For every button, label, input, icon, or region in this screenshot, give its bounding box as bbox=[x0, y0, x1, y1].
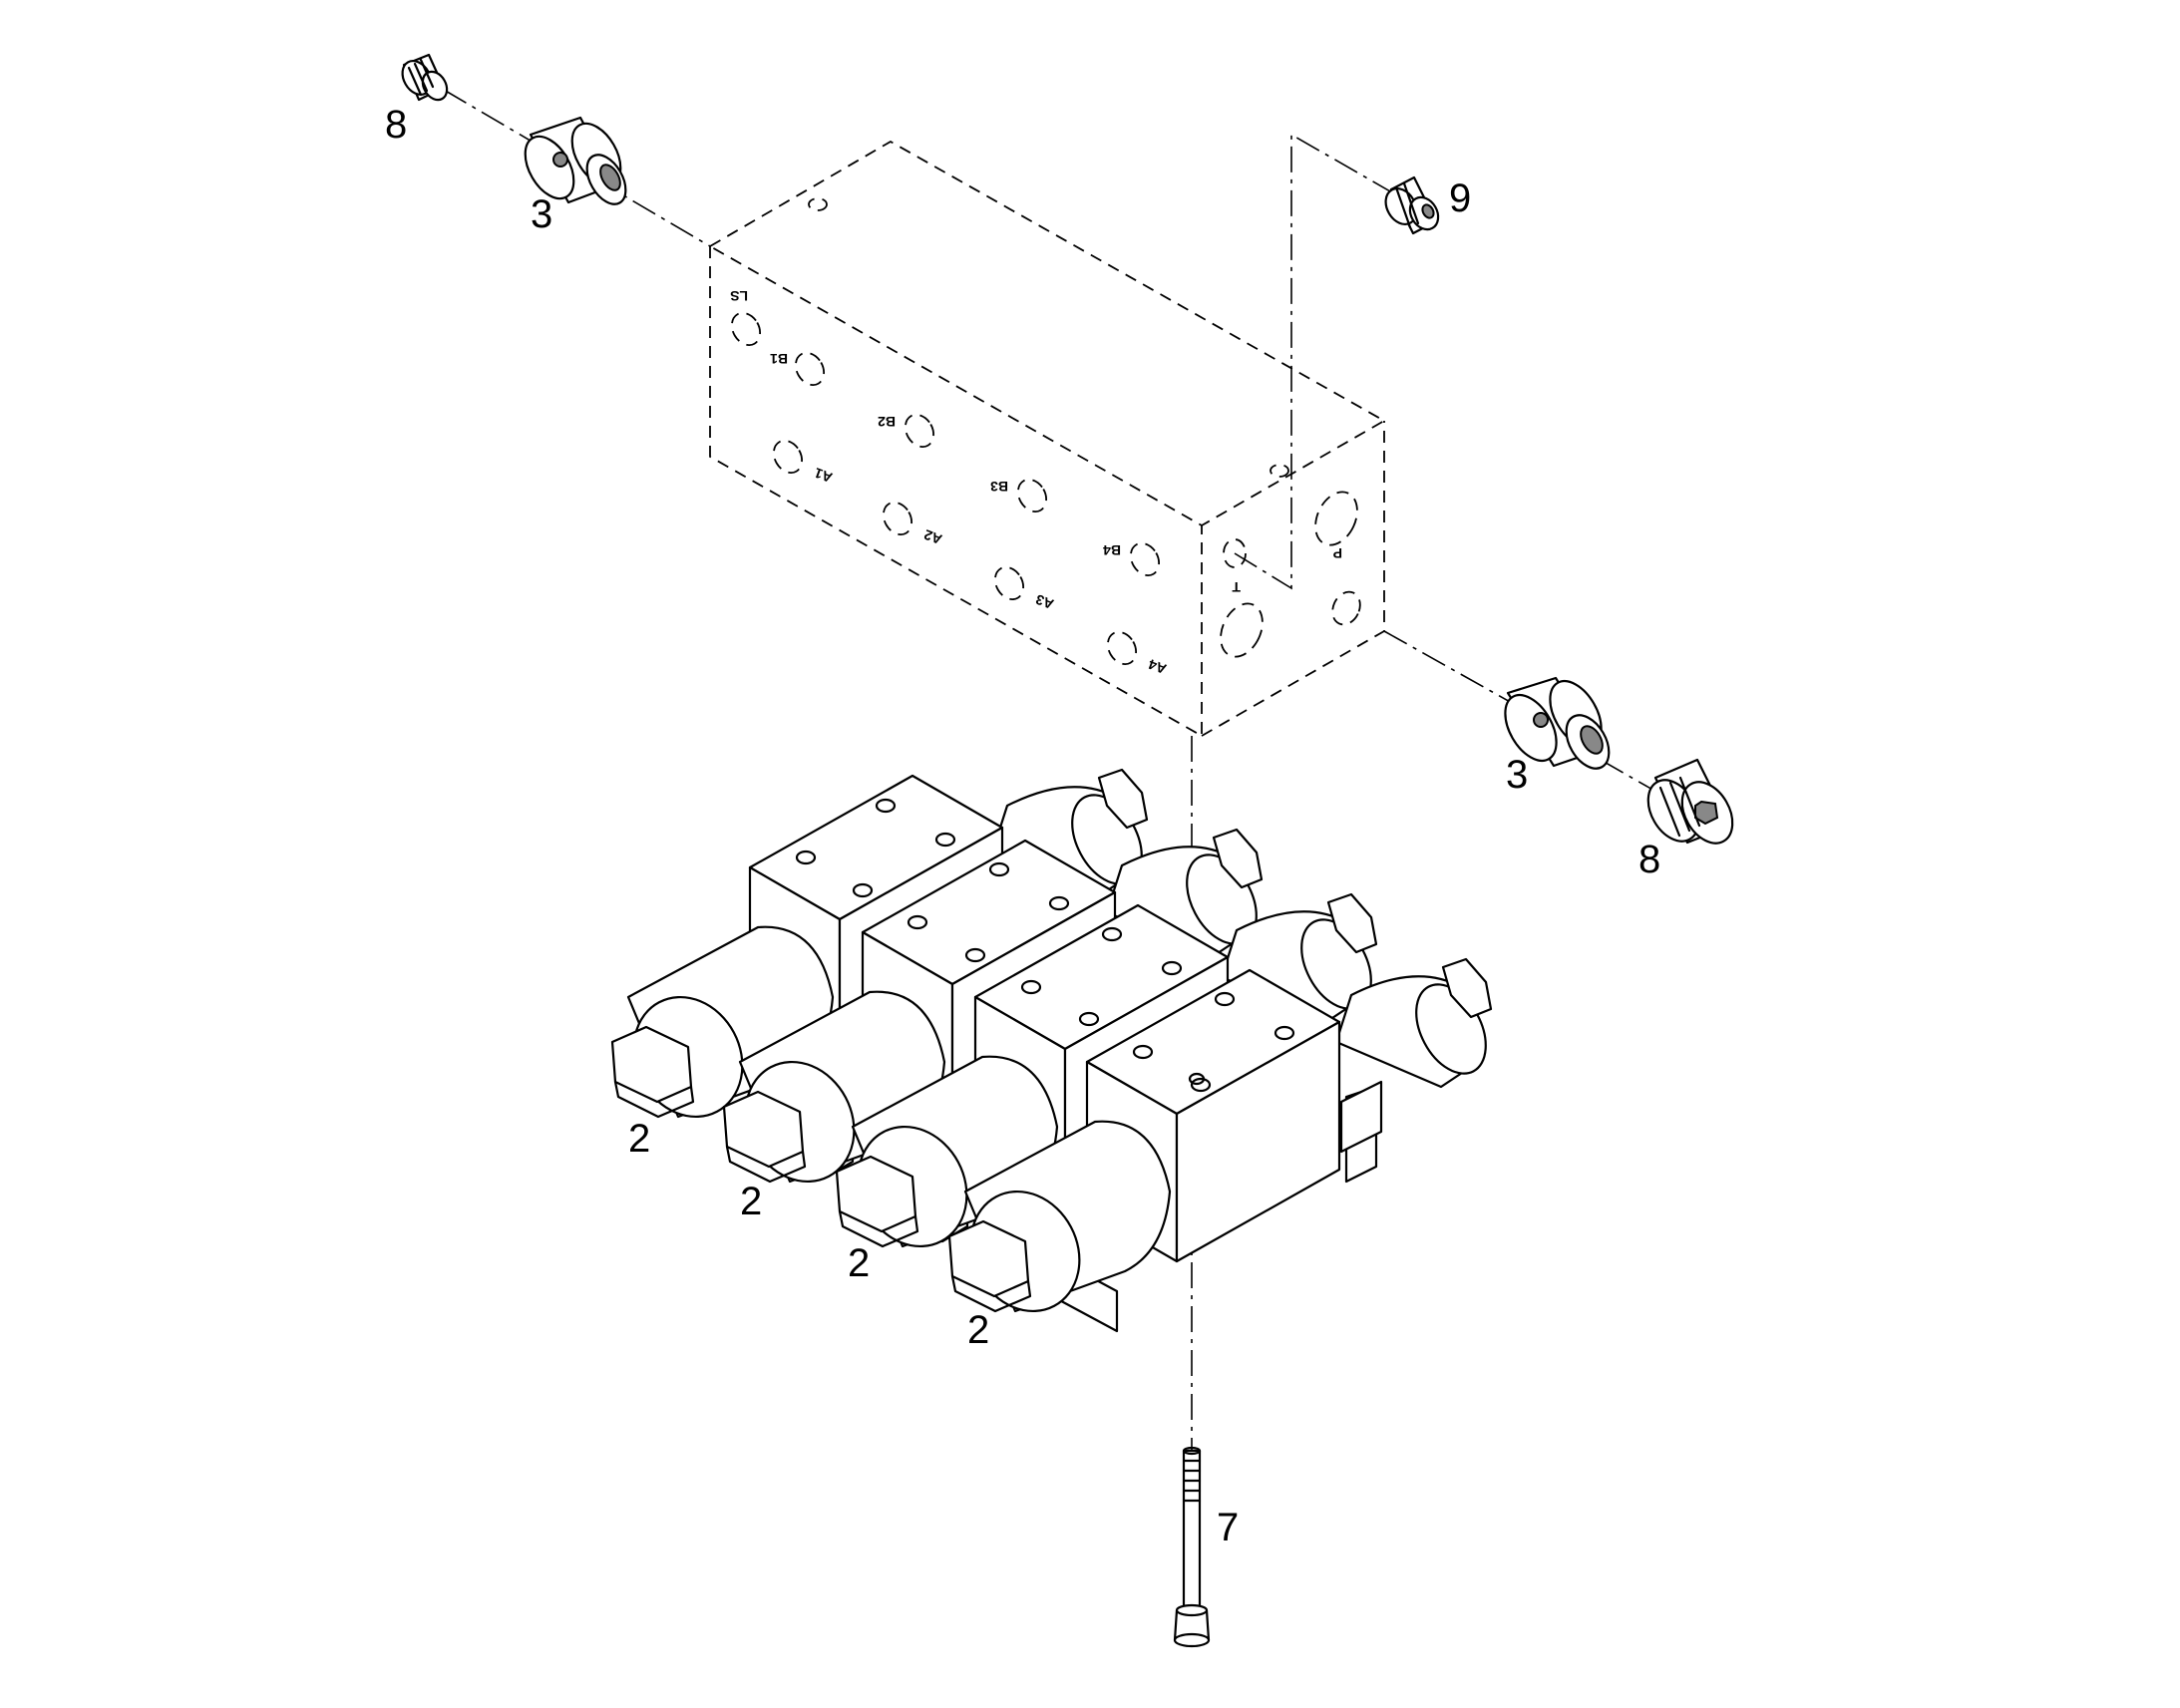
callout-8-right: 8 bbox=[1638, 838, 1660, 881]
port-p: P bbox=[1314, 491, 1361, 626]
port-ls: LS bbox=[730, 288, 762, 346]
manifold-block: LS B1 B2 B3 B4 A1 A2 A3 bbox=[708, 140, 1386, 738]
svg-text:B4: B4 bbox=[1103, 542, 1121, 558]
cartridge-top-left bbox=[524, 116, 627, 205]
valve-section-3 bbox=[835, 892, 1378, 1248]
callout-8-top: 8 bbox=[385, 103, 407, 147]
bolt bbox=[1173, 1446, 1211, 1648]
valve-section-4 bbox=[947, 957, 1493, 1313]
valve-stack bbox=[610, 768, 1493, 1333]
port-a3: A3 bbox=[993, 566, 1056, 612]
port-b4: B4 bbox=[1103, 542, 1161, 576]
svg-text:P: P bbox=[1333, 545, 1342, 561]
callout-2-d: 2 bbox=[967, 1308, 989, 1352]
plug-top-left bbox=[401, 53, 449, 102]
callout-3-right: 3 bbox=[1506, 753, 1528, 797]
svg-text:T: T bbox=[1232, 579, 1241, 595]
callout-2-a: 2 bbox=[628, 1117, 650, 1161]
port-a2: A2 bbox=[882, 502, 944, 547]
svg-text:A2: A2 bbox=[921, 526, 943, 547]
callout-3-top: 3 bbox=[531, 192, 552, 236]
callout-2-c: 2 bbox=[848, 1241, 870, 1285]
svg-text:A3: A3 bbox=[1033, 591, 1055, 612]
port-a1: A1 bbox=[772, 440, 835, 486]
svg-text:LS: LS bbox=[730, 288, 748, 304]
svg-text:B3: B3 bbox=[990, 479, 1008, 495]
callout-7: 7 bbox=[1217, 1506, 1239, 1549]
port-t: T bbox=[1220, 538, 1264, 658]
callout-labels: 8 3 9 3 8 7 2 2 2 2 bbox=[385, 103, 1660, 1549]
cartridge-right bbox=[1504, 676, 1611, 770]
plug-right bbox=[1646, 758, 1734, 845]
port-a4: A4 bbox=[1106, 631, 1169, 677]
port-b2: B2 bbox=[878, 414, 935, 448]
plug-side bbox=[1384, 175, 1440, 235]
svg-text:A1: A1 bbox=[812, 465, 834, 486]
callout-9: 9 bbox=[1449, 176, 1471, 220]
callout-2-b: 2 bbox=[740, 1180, 762, 1223]
port-b3: B3 bbox=[990, 479, 1048, 512]
svg-text:A4: A4 bbox=[1146, 656, 1168, 677]
svg-text:B2: B2 bbox=[878, 414, 896, 430]
svg-text:B1: B1 bbox=[770, 351, 788, 367]
port-b1: B1 bbox=[770, 351, 826, 386]
